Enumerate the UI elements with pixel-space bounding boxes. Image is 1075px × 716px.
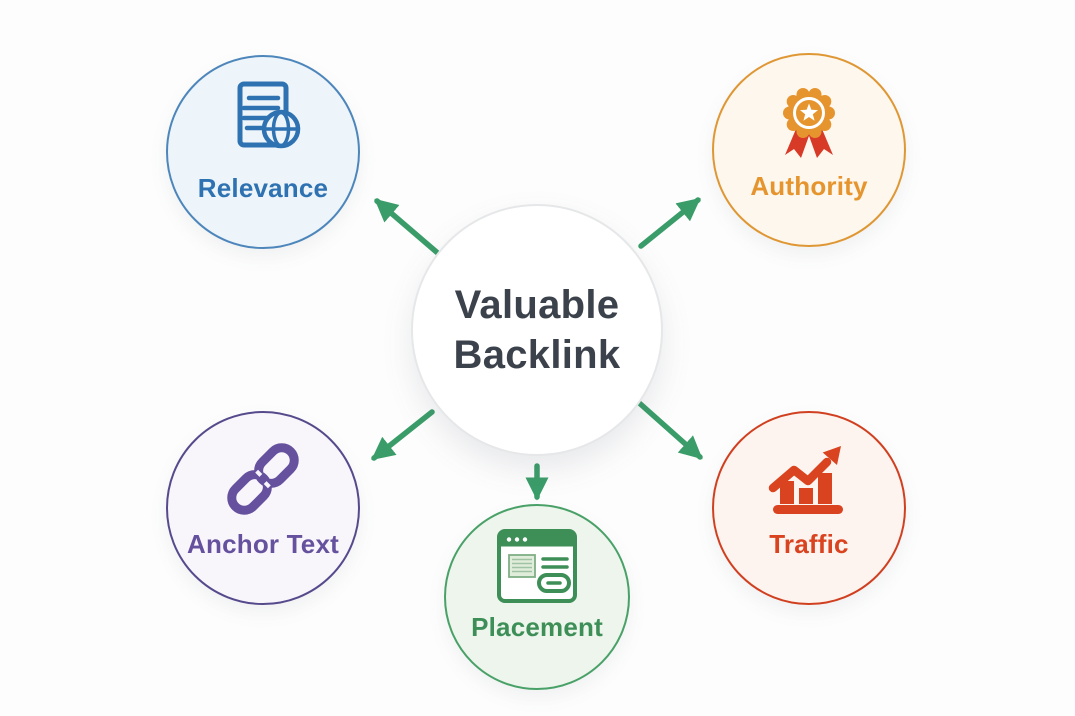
arrow-to-anchor-text (371, 409, 435, 461)
node-traffic: Traffic (712, 411, 906, 605)
node-label: Relevance (197, 173, 329, 203)
node-label: Authority (750, 171, 868, 201)
node-authority: Authority (712, 53, 906, 247)
document-globe-icon (216, 77, 310, 169)
node-label: Anchor Text (187, 529, 339, 559)
bar-chart-growth-icon (763, 433, 855, 525)
hub-label: Valuable Backlink (453, 283, 621, 377)
node-label: Placement (471, 612, 603, 642)
node-anchor-text: Anchor Text (166, 411, 360, 605)
arrow-to-traffic (634, 398, 703, 460)
award-ribbon-icon (763, 75, 855, 167)
browser-link-icon (489, 526, 585, 608)
node-placement: Placement (444, 504, 630, 690)
node-label: Traffic (769, 529, 849, 559)
arrow-to-authority (638, 197, 701, 249)
node-valuable-backlink: Valuable Backlink (411, 204, 663, 456)
node-relevance: Relevance (166, 55, 360, 249)
chain-link-icon (217, 433, 309, 525)
